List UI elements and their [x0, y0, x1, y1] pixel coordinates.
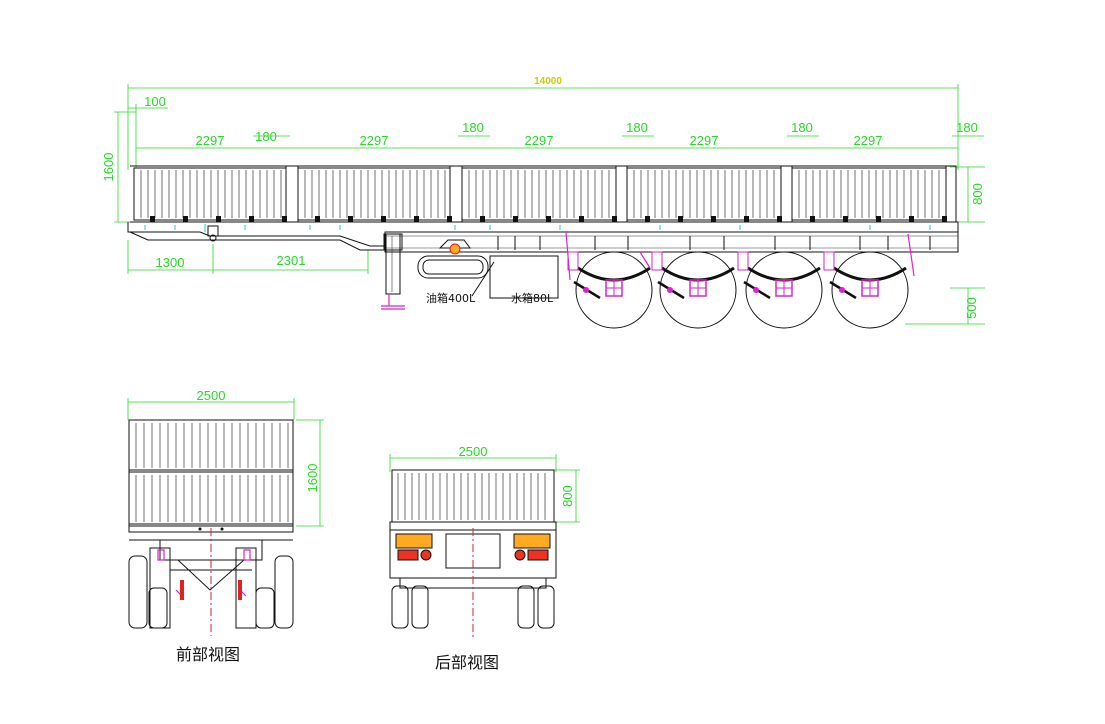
panel-length-2: 2297	[360, 133, 389, 148]
fuel-tank: 油箱400L	[417, 239, 495, 305]
panel-length-4: 2297	[690, 133, 719, 148]
chassis-height-label: 500	[964, 297, 979, 319]
rear-view-caption: 后部视图	[435, 653, 499, 672]
panel-length-1: 2297	[196, 133, 225, 148]
water-tank-label: 水箱80L	[511, 291, 554, 305]
suspension-wheels	[565, 231, 915, 329]
rear-view: 2500 800 后部视图	[389, 444, 580, 672]
fuel-tank-label: 油箱400L	[426, 291, 476, 305]
front-overhang-dimension: 100	[128, 94, 168, 168]
post-gap-3: 180	[626, 120, 648, 135]
water-tank: 水箱80L	[489, 255, 559, 305]
overall-length-dimension: 14000	[127, 76, 959, 170]
panel-length-3: 2297	[525, 133, 554, 148]
post-gap-5: 180	[956, 120, 978, 135]
front-height-label: 1600	[305, 464, 320, 493]
rail-height-label: 1600	[101, 153, 116, 182]
kingpin-dimension: 1300 2301	[127, 240, 369, 274]
overall-length-label: 14000	[534, 76, 562, 87]
side-board-panels	[130, 165, 958, 223]
side-view: 14000 100 2297 2297 2297 2297 2297 180 1…	[101, 76, 985, 329]
front-overhang-label: 100	[144, 94, 166, 109]
front-view-caption: 前部视图	[176, 645, 240, 664]
landing-gear-offset-label: 2301	[277, 253, 306, 268]
post-gap-1: 180	[255, 129, 277, 144]
rail-height-dimension: 1600	[101, 111, 136, 223]
side-board-dimension: 800	[950, 166, 985, 223]
front-width-label: 2500	[197, 388, 226, 403]
landing-gear	[381, 233, 405, 310]
side-board-height-label: 800	[970, 183, 985, 205]
chassis-frame	[127, 222, 959, 253]
chassis-height-dimension: 500	[905, 287, 985, 325]
rear-height-label: 800	[560, 485, 575, 507]
kingpin-offset-label: 1300	[156, 255, 185, 270]
post-gap-2: 180	[462, 120, 484, 135]
post-gap-4: 180	[791, 120, 813, 135]
front-view: 2500 1600 前部视图	[127, 388, 324, 664]
rear-width-label: 2500	[459, 444, 488, 459]
panel-length-5: 2297	[854, 133, 883, 148]
